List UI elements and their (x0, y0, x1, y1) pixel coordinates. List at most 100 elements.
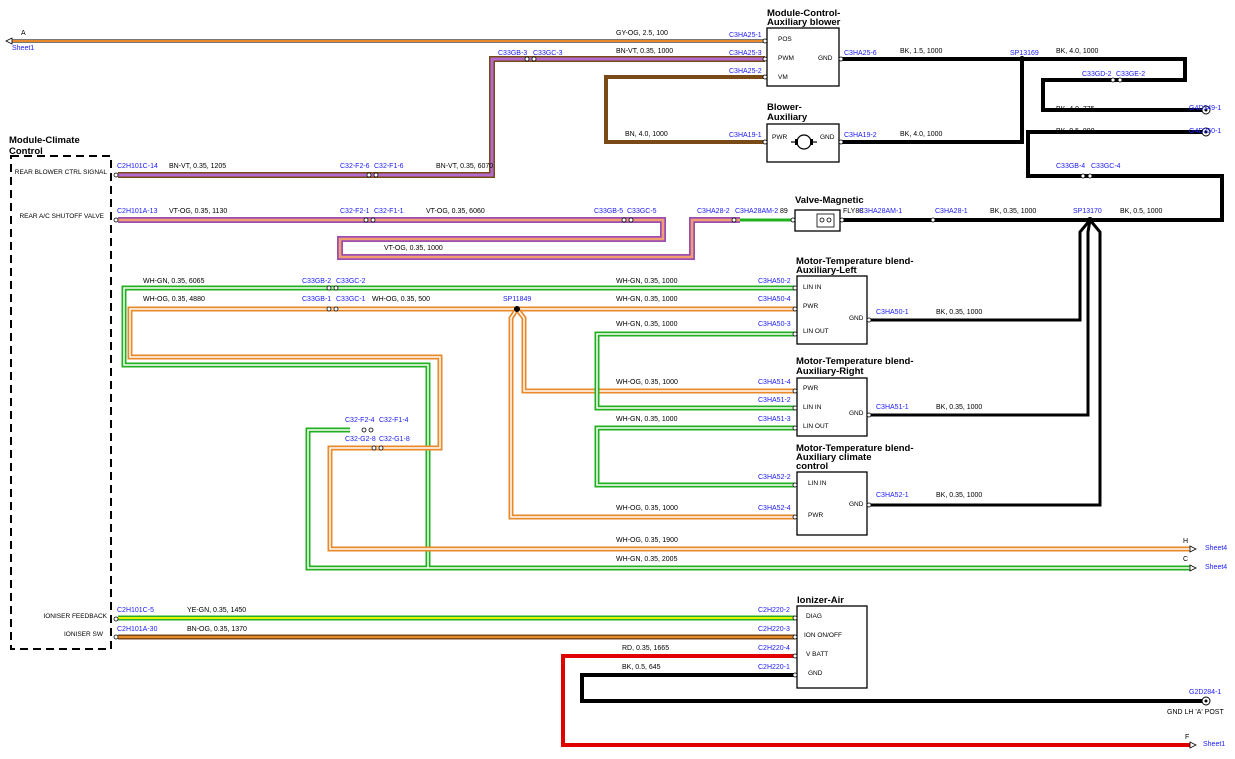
title1-label: Motor-Temperature blend- (796, 443, 914, 454)
c3ha51-4-label: C3HA51-4 (758, 379, 791, 386)
bn-vt-1000-label: BN-VT, 0.35, 1000 (616, 48, 673, 55)
c3ha28-2-label: C3HA28-2 (697, 208, 730, 215)
c2h101c-5-label: C2H101C-5 (117, 607, 154, 614)
climate-module-title: Module-Climate (9, 135, 80, 146)
c2h101a-13-label: C2H101A-13 (117, 208, 158, 215)
2-label: GND (849, 501, 864, 508)
c33gb-4-label: C33GB-4 (1056, 163, 1085, 170)
vt-og-6060-label: VT-OG, 0.35, 6060 (426, 208, 485, 215)
c33gc-1-label: C33GC-1 (336, 296, 366, 303)
bk-4-1000-blower-label: BK, 4.0, 1000 (900, 131, 943, 138)
2-label: LIN OUT (803, 328, 829, 335)
c3ha52-4-label: C3HA52-4 (758, 505, 791, 512)
vt-og-1130-label: VT-OG, 0.35, 1130 (169, 208, 227, 215)
wire-rd (561, 654, 1190, 747)
fly-right-label: FLY88 (843, 208, 863, 215)
2-label: LIN OUT (803, 423, 829, 430)
ground-label: GND LH 'A' POST (1167, 709, 1224, 716)
c3ha25-2-label: C3HA25-2 (729, 68, 762, 75)
bn-4-1000-label: BN, 4.0, 1000 (625, 131, 668, 138)
c3ha51-3-label: C3HA51-3 (758, 416, 791, 423)
bn-vt-6070-label: BN-VT, 0.35, 6070 (436, 163, 493, 170)
c3ha28am-2-label: C3HA28AM-2 (735, 208, 778, 215)
c32-f2-6-label: C32-F2-6 (340, 163, 370, 170)
wh-gn-1000-c-label: WH-GN, 0.35, 1000 (616, 321, 678, 328)
c3ha50-1-label: C3HA50-1 (876, 309, 909, 316)
title2-label: Auxiliary-Left (796, 265, 858, 276)
c3ha50-2-label: C3HA50-2 (758, 278, 791, 285)
climate-module: Module-Climate Control REAR BLOWER CTRL … (9, 135, 112, 650)
ye-gn-1450-label: YE-GN, 0.35, 1450 (187, 607, 246, 614)
ground-eyelets (1201, 105, 1211, 706)
bk-4-1000-top-label: BK, 4.0, 1000 (1056, 48, 1099, 55)
link-sheet1-f[interactable]: Sheet1 (1203, 741, 1225, 748)
wh-gn-2005-label: WH-GN, 0.35, 2005 (616, 556, 678, 563)
3-label: GND (808, 670, 823, 677)
1-label: LIN IN (803, 404, 822, 411)
vt-og-1000-label: VT-OG, 0.35, 1000 (384, 245, 443, 252)
title2-label: Auxiliary blower (767, 17, 841, 28)
valve-symbol-icon (816, 213, 835, 228)
c3ha19-1-label: C3HA19-1 (729, 132, 762, 139)
connector-pins (113, 38, 1123, 678)
c33gc-2-label: C33GC-2 (336, 278, 366, 285)
link-sheet4-c[interactable]: Sheet4 (1205, 564, 1227, 571)
0-label: PWR (772, 134, 787, 141)
c2h220-4-label: C2H220-4 (758, 645, 790, 652)
1-label: ION ON/OFF (804, 632, 842, 639)
wire-grounds (580, 57, 1224, 703)
c33gb-1-label: C33GB-1 (302, 296, 331, 303)
wh-gn-6065-label: WH-GN, 0.35, 6065 (143, 278, 205, 285)
pin-ioniser-sw: IONISER SW (64, 631, 104, 638)
wh-og-1000-right-label: WH-OG, 0.35, 1000 (616, 379, 678, 386)
c2h220-3-label: C2H220-3 (758, 626, 790, 633)
c3ha19-2-label: C3HA19-2 (844, 132, 877, 139)
1-label: GND (820, 134, 835, 141)
offsheet-h: H (1183, 538, 1188, 545)
c3ha28am-1-label: C3HA28AM-1 (859, 208, 902, 215)
c33gc-3-label: C33GC-3 (533, 50, 563, 57)
title2-label: Auxiliary climate (796, 452, 872, 463)
c3ha52-1-label: C3HA52-1 (876, 492, 909, 499)
c2h220-2-label: C2H220-2 (758, 607, 790, 614)
c32-f1-6-label: C32-F1-6 (374, 163, 404, 170)
wire-labels: GY-OG, 2.5, 100 BN-VT, 0.35, 1000 BK, 1.… (143, 30, 1163, 671)
offsheet-arrows (5, 37, 1197, 749)
bk-035-1000-valve-label: BK, 0.35, 1000 (990, 208, 1036, 215)
1-label: PWR (808, 512, 823, 519)
c33gb-2-label: C33GB-2 (302, 278, 331, 285)
connector-labels: C3HA25-1 C3HA25-3 C3HA25-2 C3HA25-6 C33G… (117, 32, 1221, 696)
2-label: VM (778, 74, 788, 81)
title2-label: Auxiliary-Right (796, 366, 864, 377)
wires (12, 39, 1224, 747)
offsheet-a: A (21, 30, 26, 37)
1-label: PWR (803, 303, 818, 310)
offsheet-labels: A Sheet1 H Sheet4 C Sheet4 F Sheet1 GND … (12, 30, 1227, 748)
bk-1000-label: BK, 1.5, 1000 (900, 48, 943, 55)
c33gc-4-label: C33GC-4 (1091, 163, 1121, 170)
wire-wh-og-branches (508, 307, 795, 520)
c3ha25-3-label: C3HA25-3 (729, 50, 762, 57)
2-label: V BATT (806, 651, 828, 658)
link-sheet4-h[interactable]: Sheet4 (1205, 545, 1227, 552)
fly-left-label: 89 (780, 208, 788, 215)
c33ge-2-label: C33GE-2 (1116, 71, 1145, 78)
ground-icon (1201, 127, 1211, 137)
pin-rear-ac-valve: REAR A/C SHUTOFF VALVE (19, 213, 104, 220)
climate-module-subtitle: Control (9, 146, 43, 157)
offsheet-arrow-icon (5, 37, 13, 45)
wh-og-4880-label: WH-OG, 0.35, 4880 (143, 296, 205, 303)
ground-icon (1201, 105, 1211, 115)
title1-label: Module-Control- (767, 8, 840, 19)
pin-rear-blower: REAR BLOWER CTRL SIGNAL (15, 169, 108, 176)
bk-035-1000-climate-label: BK, 0.35, 1000 (936, 492, 982, 499)
0-label: LIN IN (803, 284, 822, 291)
3-label: GND (849, 410, 864, 417)
link-sheet1-a[interactable]: Sheet1 (12, 45, 34, 52)
component-motor-right: Motor-Temperature blend- Auxiliary-Right… (796, 356, 914, 437)
wh-og-1000-climate-label: WH-OG, 0.35, 1000 (616, 505, 678, 512)
wh-og-1900-label: WH-OG, 0.35, 1900 (616, 537, 678, 544)
pin-ioniser-feedback: IONISER FEEDBACK (43, 613, 107, 620)
component-valve: Valve-Magnetic (794, 195, 864, 232)
bk-035-1000-left-label: BK, 0.35, 1000 (936, 309, 982, 316)
